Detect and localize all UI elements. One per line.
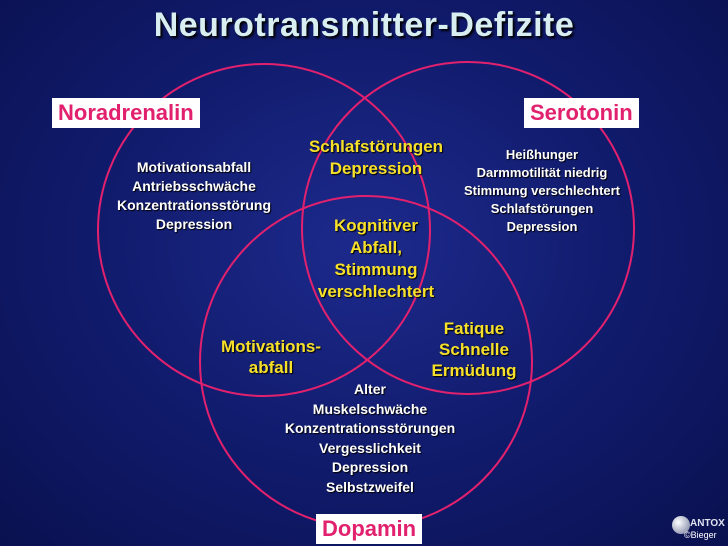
dopamin-only-list: Alter Muskelschwäche Konzentrationsstöru… bbox=[262, 380, 478, 497]
list-item: Alter bbox=[354, 381, 386, 397]
serotonin-circle bbox=[301, 61, 635, 395]
list-item: Ermüdung bbox=[431, 361, 517, 380]
list-item: abfall bbox=[248, 358, 294, 377]
list-item: Motivations- bbox=[220, 337, 322, 356]
antox-logo: ANTOX ©Bieger bbox=[664, 516, 725, 542]
noradrenalin-serotonin-list: Schlafstörungen Depression bbox=[296, 136, 456, 180]
list-item: Schnelle bbox=[439, 340, 509, 359]
list-item: Stimmung bbox=[334, 260, 418, 279]
list-item: Depression bbox=[329, 159, 423, 178]
noradrenalin-label: Noradrenalin bbox=[52, 98, 200, 128]
list-item: verschlechtert bbox=[317, 282, 435, 301]
noradrenalin-only-list: Motivationsabfall Antriebsschwäche Konze… bbox=[96, 158, 292, 234]
list-item: Konzentrationsstörungen bbox=[284, 420, 456, 436]
list-item: Depression bbox=[506, 219, 578, 234]
list-item: Darmmotilität niedrig bbox=[476, 165, 608, 180]
noradrenalin-dopamin-list: Motivations- abfall bbox=[206, 336, 336, 378]
center-list: Kognitiver Abfall, Stimmung verschlechte… bbox=[306, 215, 446, 303]
list-item: Konzentrationsstörung bbox=[117, 197, 271, 213]
list-item: Stimmung verschlechtert bbox=[463, 183, 621, 198]
list-item: Vergesslichkeit bbox=[319, 439, 421, 456]
dopamin-label: Dopamin bbox=[316, 514, 423, 544]
list-item: Antriebsschwäche bbox=[132, 178, 256, 194]
list-item: Depression bbox=[155, 216, 233, 232]
noradrenalin-circle bbox=[97, 63, 431, 397]
logo-circle-icon bbox=[672, 516, 690, 534]
list-item: Schlafstörungen bbox=[308, 137, 444, 156]
list-item: Abfall, bbox=[350, 238, 402, 257]
list-item: Depression bbox=[331, 459, 409, 475]
list-item: Muskelschwäche bbox=[312, 400, 428, 417]
page-title: Neurotransmitter-Defizite bbox=[153, 6, 575, 44]
serotonin-label: Serotonin bbox=[524, 98, 639, 128]
list-item: Kognitiver bbox=[333, 216, 419, 235]
list-item: Fatique bbox=[443, 319, 505, 338]
logo-brand: ANTOX bbox=[690, 518, 725, 529]
list-item: Selbstzweifel bbox=[326, 478, 414, 495]
serotonin-dopamin-list: Fatique Schnelle Ermüdung bbox=[422, 318, 526, 381]
list-item: Heißhunger bbox=[505, 147, 579, 162]
copyright-text: ©Bieger bbox=[684, 530, 717, 540]
list-item: Schlafstörungen bbox=[490, 201, 594, 216]
list-item: Motivationsabfall bbox=[136, 159, 252, 175]
serotonin-only-list: Heißhunger Darmmotilität niedrig Stimmun… bbox=[454, 146, 630, 236]
